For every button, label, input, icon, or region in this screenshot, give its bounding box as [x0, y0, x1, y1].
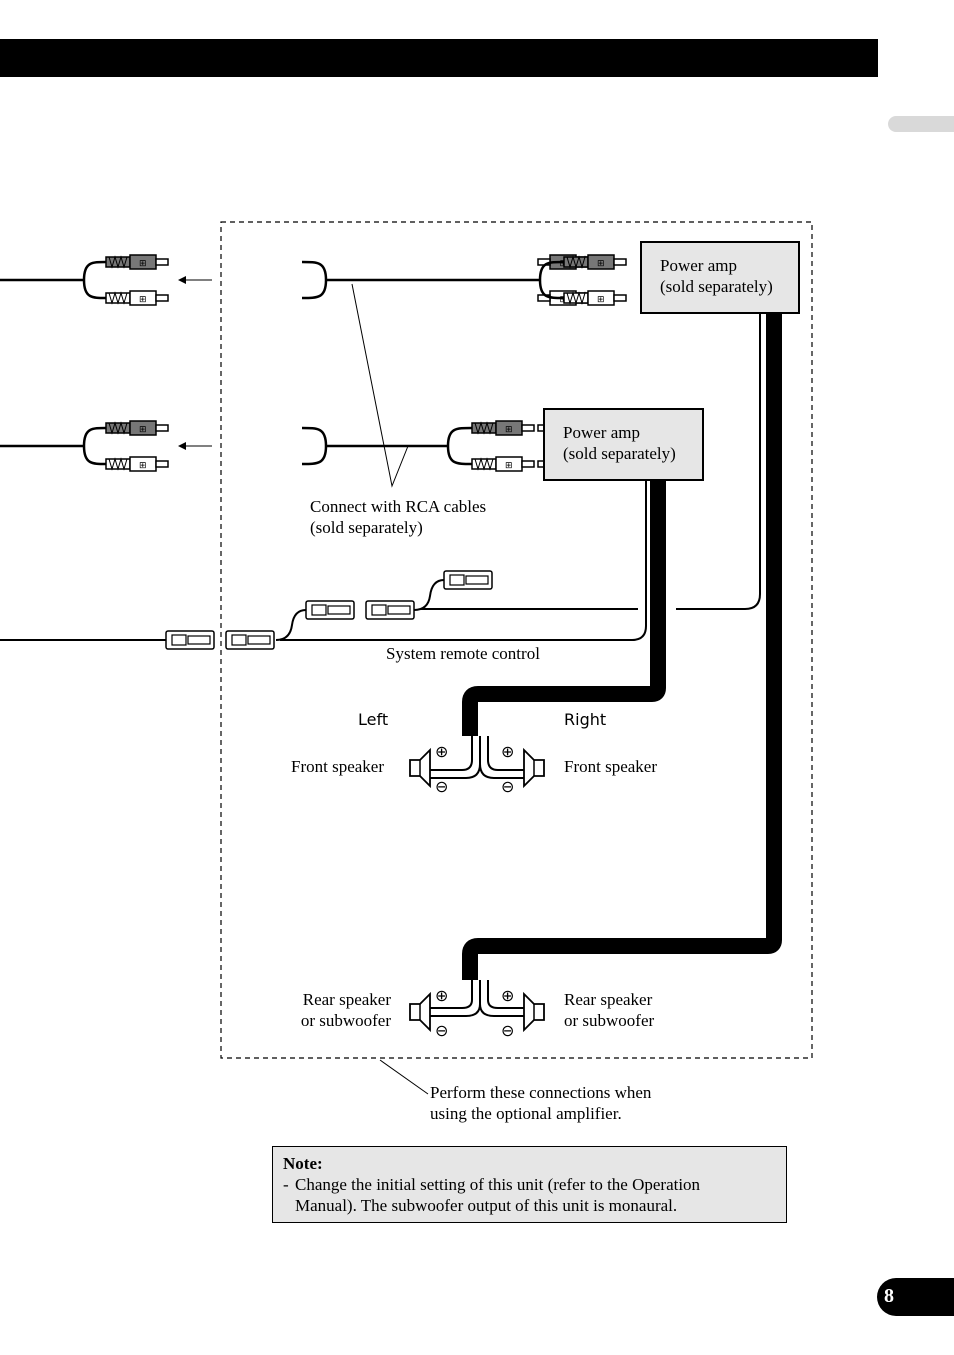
amp-upper-line2: (sold separately)	[660, 277, 773, 296]
header-bar	[0, 39, 878, 77]
note-text-line1: Change the initial setting of this unit …	[295, 1175, 701, 1194]
side-tab	[888, 116, 954, 132]
amp-cable-upper	[420, 314, 782, 980]
system-remote-label: System remote control	[386, 644, 540, 663]
note-title: Note:	[283, 1154, 323, 1173]
rca-cables-label: Connect with RCA cables (sold separately…	[310, 496, 486, 538]
power-amp-upper: Power amp (sold separately)	[640, 241, 800, 314]
svg-text:⊖: ⊖	[501, 777, 514, 796]
amp-lower-line1: Power amp	[563, 423, 640, 442]
rca-note-line1: Connect with RCA cables	[310, 497, 487, 516]
optional-note-line2: using the optional amplifier.	[430, 1104, 622, 1123]
optional-amp-boundary	[220, 221, 813, 1059]
amp-lower-line2: (sold separately)	[563, 444, 676, 463]
rear-right-line2: or subwoofer	[564, 1011, 655, 1030]
note-text-line2: Manual). The subwoofer output of this un…	[295, 1196, 678, 1215]
svg-text:⊕: ⊕	[501, 742, 514, 761]
amp-cable-lower	[280, 480, 666, 736]
right-channel-label: Right	[564, 710, 607, 729]
rca-note-line2: (sold separately)	[310, 518, 423, 537]
svg-text:⊕: ⊕	[501, 986, 514, 1005]
svg-text:⊖: ⊖	[501, 1021, 514, 1040]
rear-left-line2: or subwoofer	[300, 1011, 391, 1030]
optional-amp-note: Perform these connections when using the…	[430, 1082, 651, 1124]
svg-text:⊖: ⊖	[435, 777, 448, 796]
rear-speaker-right-label: Rear speaker or subwoofer	[564, 989, 654, 1031]
rear-speaker-left-label: Rear speaker or subwoofer	[294, 989, 391, 1031]
rear-left-line1: Rear speaker	[302, 990, 391, 1009]
svg-text:⊕: ⊕	[435, 986, 448, 1005]
note-text: Change the initial setting of this unit …	[295, 1174, 700, 1216]
rear-right-line1: Rear speaker	[564, 990, 653, 1009]
front-speaker-right-label: Front speaker	[564, 757, 658, 776]
remote-plugs	[0, 570, 493, 650]
rca-row-lower	[0, 420, 601, 472]
note-box: Note: - Change the initial setting of th…	[272, 1146, 787, 1223]
page-number: 8	[884, 1285, 894, 1307]
rear-speakers: ⊕ ⊖ ⊕ ⊖	[409, 980, 545, 1040]
page-number-tab	[877, 1278, 954, 1316]
svg-text:⊖: ⊖	[435, 1021, 448, 1040]
optional-note-line1: Perform these connections when	[430, 1083, 652, 1102]
svg-text:⊕: ⊕	[435, 742, 448, 761]
rca-row-upper	[0, 254, 627, 306]
left-channel-label: Left	[358, 710, 389, 729]
note-bullet-row: - Change the initial setting of this uni…	[283, 1174, 776, 1216]
power-amp-lower: Power amp (sold separately)	[543, 408, 704, 481]
amp-upper-line1: Power amp	[660, 256, 737, 275]
front-speakers: ⊕ ⊖ ⊕ ⊖	[409, 736, 545, 796]
front-speaker-left-label: Front speaker	[291, 757, 385, 776]
note-bullet: -	[283, 1175, 289, 1194]
